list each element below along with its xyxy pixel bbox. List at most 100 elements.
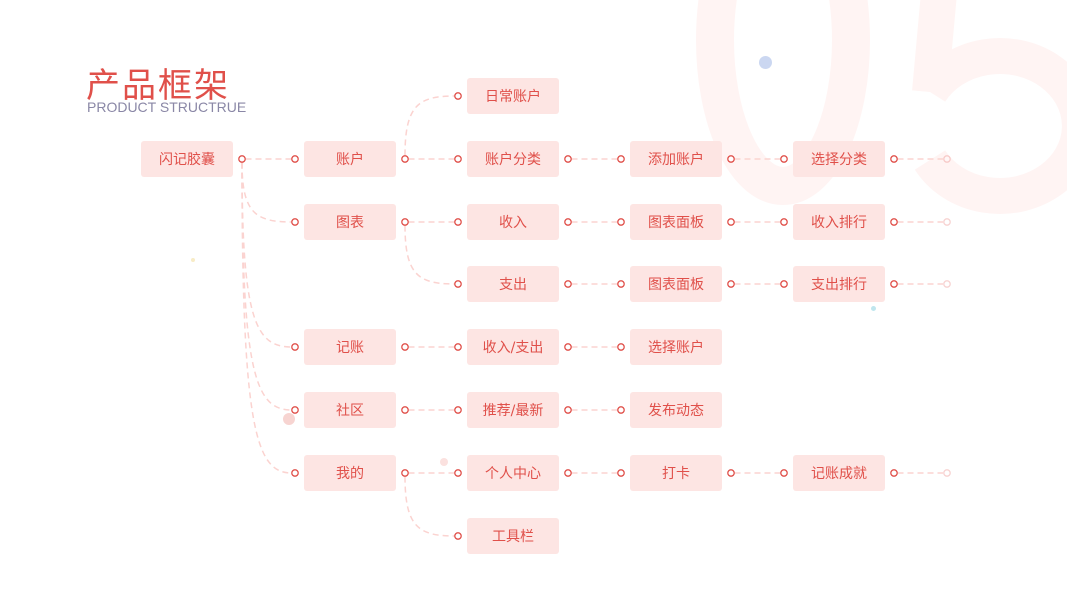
connector-node-icon	[617, 406, 625, 414]
connector-node-icon	[454, 155, 462, 163]
connector-node-icon	[780, 280, 788, 288]
node-select-category: 选择分类	[793, 141, 885, 177]
connector-node-icon	[454, 343, 462, 351]
watermark-digit-zero	[696, 0, 870, 205]
connector-node-icon	[291, 343, 299, 351]
connector-node-icon	[890, 218, 898, 226]
node-label: 收入	[499, 215, 527, 231]
node-chart-panel-1: 图表面板	[630, 204, 722, 240]
connector-node-icon	[291, 406, 299, 414]
connector-node-icon	[401, 469, 409, 477]
node-expense-ranking: 支出排行	[793, 266, 885, 302]
connector-node-icon	[780, 155, 788, 163]
node-label: 日常账户	[485, 89, 541, 105]
node-label: 选择分类	[811, 152, 867, 168]
node-toolbar: 工具栏	[467, 518, 559, 554]
node-label: 图表面板	[648, 215, 704, 231]
node-post-update: 发布动态	[630, 392, 722, 428]
connector-node-icon	[401, 406, 409, 414]
connector-node-icon	[617, 155, 625, 163]
node-label: 账户分类	[485, 152, 541, 168]
connector-node-icon	[454, 218, 462, 226]
connector-node-icon	[617, 280, 625, 288]
connector-node-icon	[291, 155, 299, 163]
connector-node-icon	[617, 469, 625, 477]
node-label: 选择账户	[648, 340, 704, 356]
connector-node-icon	[890, 469, 898, 477]
connector-node-icon	[564, 343, 572, 351]
node-label: 添加账户	[648, 152, 704, 168]
connector-node-icon	[564, 280, 572, 288]
node-label: 支出	[499, 277, 527, 293]
node-chart: 图表	[304, 204, 396, 240]
connector-node-icon	[943, 155, 951, 163]
node-community: 社区	[304, 392, 396, 428]
node-bookkeeping-achievement: 记账成就	[793, 455, 885, 491]
connector-node-icon	[401, 155, 409, 163]
connector-node-icon	[291, 218, 299, 226]
decor-dot-cyan	[871, 306, 876, 311]
connector-node-icon	[238, 155, 246, 163]
connector-node-icon	[617, 343, 625, 351]
connector-node-icon	[564, 406, 572, 414]
node-personal-center: 个人中心	[467, 455, 559, 491]
connector-line	[241, 162, 292, 348]
node-bookkeeping: 记账	[304, 329, 396, 365]
node-chart-panel-2: 图表面板	[630, 266, 722, 302]
node-check-in: 打卡	[630, 455, 722, 491]
page-title: 产品框架	[86, 66, 230, 106]
node-account-category: 账户分类	[467, 141, 559, 177]
node-label: 闪记胶囊	[159, 152, 215, 168]
node-label: 我的	[336, 466, 364, 482]
node-label: 记账成就	[811, 466, 867, 482]
node-label: 社区	[336, 403, 364, 419]
connector-line	[241, 162, 292, 411]
connector-node-icon	[727, 280, 735, 288]
decor-dot-blue	[759, 56, 772, 69]
connector-node-icon	[564, 218, 572, 226]
node-label: 个人中心	[485, 466, 541, 482]
decor-dot-pink	[283, 413, 295, 425]
node-label: 记账	[336, 340, 364, 356]
connector-line	[404, 95, 455, 156]
node-label: 发布动态	[648, 403, 704, 419]
connector-node-icon	[564, 469, 572, 477]
connector-node-icon	[943, 469, 951, 477]
connector-node-icon	[401, 218, 409, 226]
connector-node-icon	[454, 92, 462, 100]
connector-node-icon	[454, 532, 462, 540]
connector-node-icon	[564, 155, 572, 163]
connector-node-icon	[454, 280, 462, 288]
decor-dot-pink-small	[440, 458, 448, 466]
connector-node-icon	[780, 218, 788, 226]
connector-line	[404, 476, 455, 537]
node-label: 推荐/最新	[482, 403, 544, 419]
connector-node-icon	[943, 218, 951, 226]
node-label: 收入排行	[811, 215, 867, 231]
node-label: 账户	[336, 152, 364, 168]
node-income-expense: 收入/支出	[467, 329, 559, 365]
connector-node-icon	[727, 155, 735, 163]
connector-node-icon	[291, 469, 299, 477]
connector-node-icon	[454, 406, 462, 414]
connector-line	[241, 162, 292, 474]
node-select-account: 选择账户	[630, 329, 722, 365]
node-label: 收入/支出	[482, 340, 544, 356]
node-label: 支出排行	[811, 277, 867, 293]
connector-node-icon	[727, 218, 735, 226]
node-label: 工具栏	[492, 529, 534, 545]
node-recommend-latest: 推荐/最新	[467, 392, 559, 428]
node-label: 图表面板	[648, 277, 704, 293]
connector-line	[241, 162, 292, 223]
node-mine: 我的	[304, 455, 396, 491]
node-daily-account: 日常账户	[467, 78, 559, 114]
node-income-ranking: 收入排行	[793, 204, 885, 240]
connector-node-icon	[401, 343, 409, 351]
node-root: 闪记胶囊	[141, 141, 233, 177]
node-label: 图表	[336, 215, 364, 231]
connector-node-icon	[454, 469, 462, 477]
decor-dot-yellow	[191, 258, 195, 262]
connector-node-icon	[943, 280, 951, 288]
